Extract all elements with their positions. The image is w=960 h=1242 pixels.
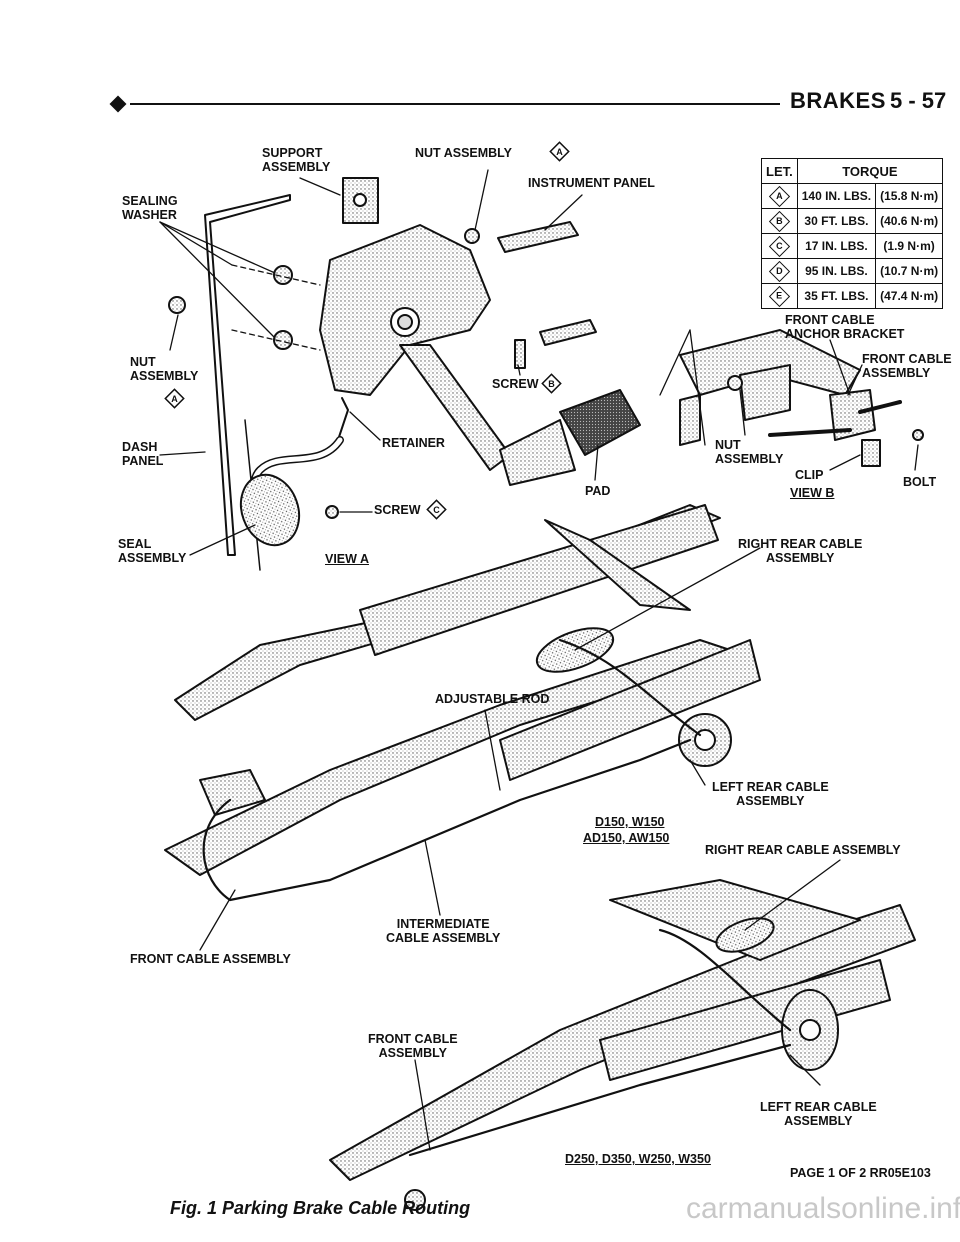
label-intermediate-cable: INTERMEDIATE CABLE ASSEMBLY xyxy=(386,917,501,945)
torque-english: 17 IN. LBS. xyxy=(796,233,877,259)
label-pad: PAD xyxy=(585,484,611,498)
label-bolt: BOLT xyxy=(903,475,937,489)
figure-caption: Fig. 1 Parking Brake Cable Routing xyxy=(170,1198,471,1218)
callout-c: C xyxy=(433,505,440,515)
torque-metric: (15.8 N·m) xyxy=(875,183,944,209)
torque-row: D 95 IN. LBS. (10.7 N·m) xyxy=(761,258,944,284)
label-left-rear-cable-2: LEFT REAR CABLE ASSEMBLY xyxy=(760,1100,877,1128)
torque-english: 95 IN. LBS. xyxy=(796,258,877,284)
torque-letter: B xyxy=(776,216,783,226)
callout-diamonds xyxy=(164,141,570,520)
label-front-cable-anchor-bracket: FRONT CABLE ANCHOR BRACKET xyxy=(785,313,905,341)
label-seal-assembly: SEAL ASSEMBLY xyxy=(118,537,187,565)
torque-english: 35 FT. LBS. xyxy=(796,283,877,309)
callout-a-left: A xyxy=(171,394,178,404)
watermark: carmanualsonline.info xyxy=(686,1192,960,1225)
label-instrument-panel: INSTRUMENT PANEL xyxy=(528,176,655,190)
label-right-rear-cable-2: RIGHT REAR CABLE ASSEMBLY xyxy=(705,843,901,857)
label-right-rear-cable-1: RIGHT REAR CABLE ASSEMBLY xyxy=(738,537,863,565)
chassis-lower xyxy=(329,859,916,1211)
label-front-cable-assembly-1: FRONT CABLE ASSEMBLY xyxy=(130,952,291,966)
label-sealing-washer: SEALING WASHER xyxy=(122,194,178,222)
torque-table: LET. TORQUE A 140 IN. LBS. (15.8 N·m) B … xyxy=(761,158,944,309)
header-rule xyxy=(130,103,780,105)
label-nut-assembly-left: NUT ASSEMBLY xyxy=(130,355,199,383)
label-dash-panel: DASH PANEL xyxy=(122,440,164,468)
torque-english: 140 IN. LBS. xyxy=(796,183,877,209)
label-view-b: VIEW B xyxy=(790,486,835,500)
torque-english: 30 FT. LBS. xyxy=(796,208,877,234)
torque-letter: A xyxy=(776,191,783,201)
torque-row: C 17 IN. LBS. (1.9 N·m) xyxy=(761,233,944,259)
label-models-1a: D150, W150 xyxy=(595,815,665,829)
section-title: BRAKES xyxy=(790,88,886,113)
label-nut-assembly-view-b: NUT ASSEMBLY xyxy=(715,438,784,466)
label-support-assembly: SUPPORT ASSEMBLY xyxy=(262,146,331,174)
chassis-upper xyxy=(164,504,761,951)
torque-header-torque: TORQUE xyxy=(796,158,944,184)
label-retainer: RETAINER xyxy=(382,436,445,450)
torque-letter: D xyxy=(776,266,783,276)
label-adjustable-rod: ADJUSTABLE ROD xyxy=(435,692,550,706)
torque-letter: E xyxy=(776,290,783,301)
torque-metric: (1.9 N·m) xyxy=(875,233,944,259)
label-nut-assembly-top: NUT ASSEMBLY xyxy=(415,146,513,160)
torque-row: E 35 FT. LBS. (47.4 N·m) xyxy=(761,283,944,309)
label-models-1b: AD150, AW150 xyxy=(583,831,670,845)
torque-metric: (40.6 N·m) xyxy=(875,208,944,234)
view-b-anchor-bracket xyxy=(659,329,924,471)
torque-metric: (10.7 N·m) xyxy=(875,258,944,284)
label-front-cable-assembly-view-b: FRONT CABLE ASSEMBLY xyxy=(862,352,952,380)
label-view-a: VIEW A xyxy=(325,552,369,566)
torque-letter: C xyxy=(776,241,783,251)
label-front-cable-assembly-2: FRONT CABLE ASSEMBLY xyxy=(368,1032,458,1060)
label-left-rear-cable-1: LEFT REAR CABLE ASSEMBLY xyxy=(712,780,829,808)
label-models-2: D250, D350, W250, W350 xyxy=(565,1152,711,1166)
torque-row: B 30 FT. LBS. (40.6 N·m) xyxy=(761,208,944,234)
torque-row: A 140 IN. LBS. (15.8 N·m) xyxy=(761,183,944,209)
torque-header-letter: LET. xyxy=(761,158,798,184)
torque-metric: (47.4 N·m) xyxy=(875,283,944,309)
label-clip: CLIP xyxy=(795,468,824,482)
page-info: PAGE 1 OF 2 RR05E103 xyxy=(790,1166,931,1180)
callout-a-top: A xyxy=(556,147,563,157)
label-screw-b: SCREW xyxy=(492,377,539,391)
label-screw-c: SCREW xyxy=(374,503,421,517)
page-number: 5 - 57 xyxy=(890,88,947,113)
callout-b: B xyxy=(548,379,555,389)
view-a-pedal-assembly xyxy=(159,169,641,571)
